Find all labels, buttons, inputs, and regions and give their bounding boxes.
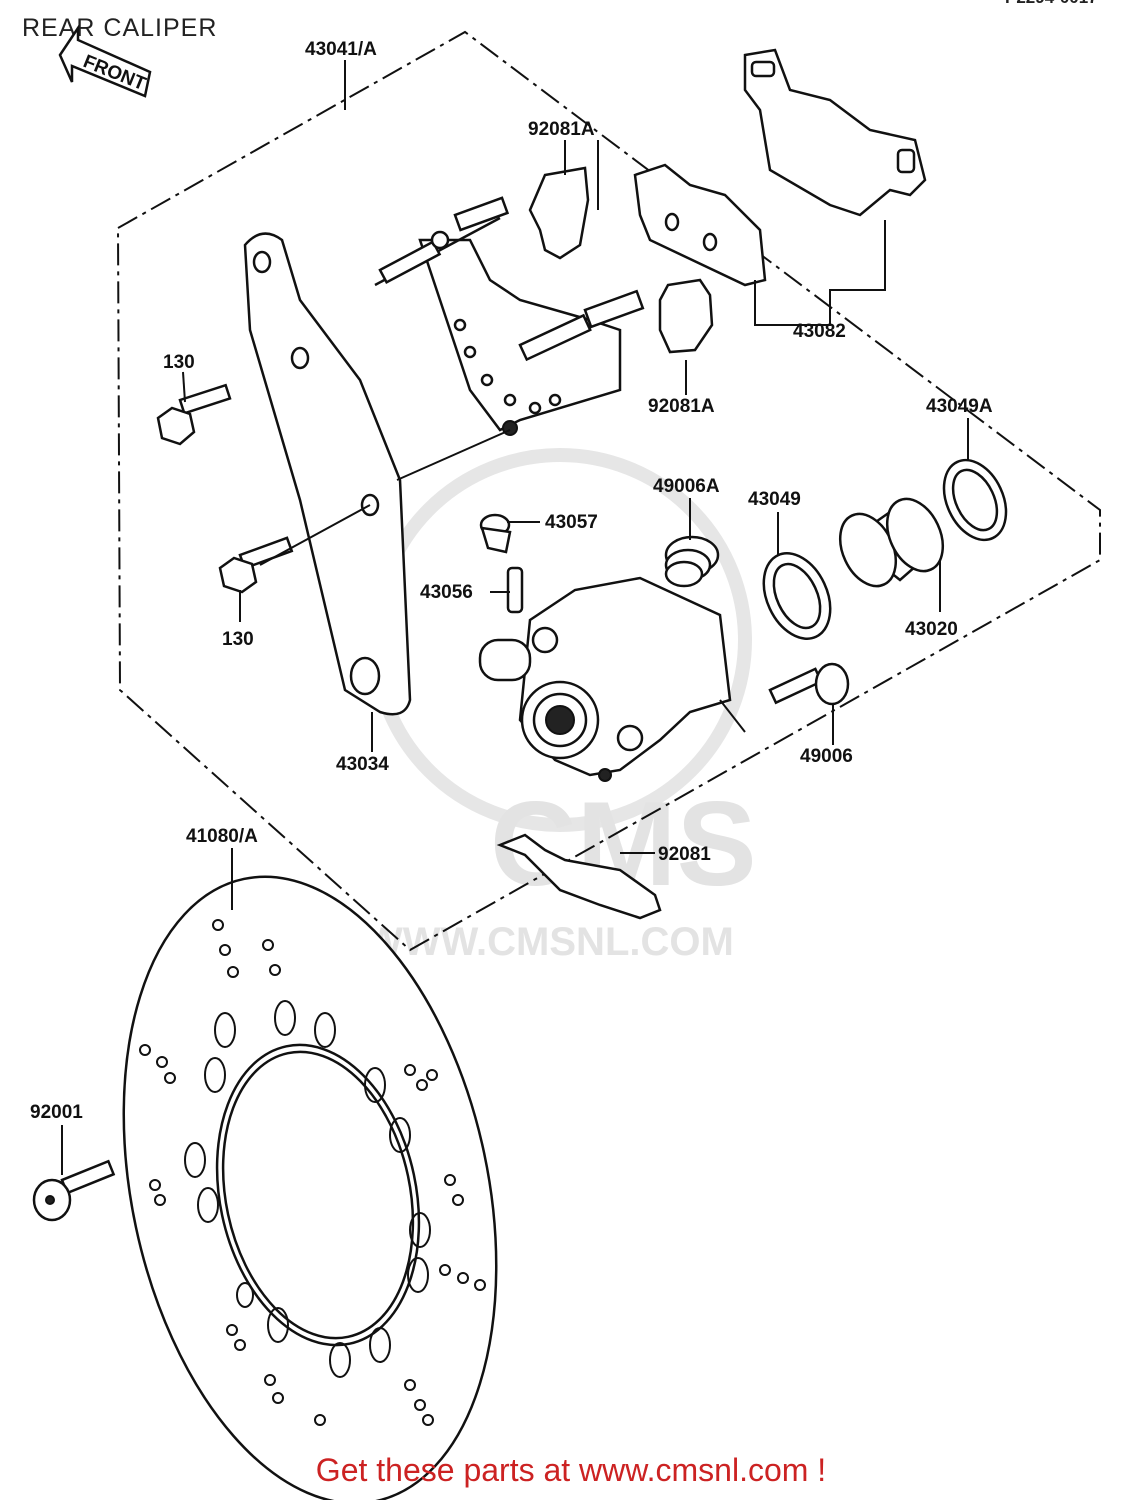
callout-43041a: 43041/A — [305, 39, 377, 60]
pad-holder-with-pins — [374, 196, 645, 436]
callout-labels: 43041/A 92081A 92081A 43082 130 130 4304… — [30, 39, 993, 1123]
leader-lines — [61, 60, 969, 1175]
callout-43034: 43034 — [336, 754, 389, 775]
bleeder-valve-43056 — [506, 566, 524, 614]
piston-seal-43049 — [762, 552, 832, 640]
callout-92081a-mid: 92081A — [648, 396, 715, 417]
slide-pin-49006 — [768, 662, 850, 706]
callout-49006: 49006 — [800, 746, 853, 767]
anti-rattle-spring-92081a-top — [528, 166, 590, 260]
disc-bolt-92001 — [32, 1159, 116, 1222]
callout-92081: 92081 — [658, 844, 711, 865]
pad-spring-92081 — [496, 833, 662, 920]
disc-vent-holes — [139, 919, 486, 1426]
caliper-body — [478, 576, 732, 782]
caliper-assembly-outline — [117, 30, 1101, 952]
callout-130-top: 130 — [163, 352, 195, 373]
piston-43020 — [838, 497, 945, 588]
caliper-bracket-43034 — [243, 232, 412, 716]
callout-43056: 43056 — [420, 582, 473, 603]
anti-rattle-spring-92081a-mid — [658, 278, 714, 354]
callout-43082: 43082 — [793, 321, 846, 342]
callout-92081a-top: 92081A — [528, 119, 595, 140]
callout-41080a: 41080/A — [186, 826, 258, 847]
bolt-130-top — [156, 383, 232, 446]
bolt-130-bottom — [218, 536, 294, 594]
callout-43057: 43057 — [545, 512, 598, 533]
promo-banner: Get these parts at www.cmsnl.com ! — [315, 1452, 827, 1488]
callout-43049a: 43049A — [926, 396, 993, 417]
watermark-url-text: WWW.CMSNL.COM — [365, 920, 734, 964]
front-direction-arrow: FRONT — [58, 23, 152, 98]
callout-43020: 43020 — [905, 619, 958, 640]
brake-disc-41080a — [122, 875, 498, 1500]
callout-92001: 92001 — [30, 1102, 83, 1123]
callout-43049: 43049 — [748, 489, 801, 510]
dust-seal-43049a — [942, 458, 1008, 542]
bleeder-cap-43057 — [479, 513, 512, 554]
callout-130-bottom: 130 — [222, 629, 254, 650]
brake-pads-43082 — [633, 48, 927, 287]
page-title: REAR CALIPER — [22, 14, 218, 42]
dust-boot-49006a — [664, 535, 720, 588]
diagram-reference-code: P2294-0017 — [1005, 0, 1098, 8]
callout-49006a: 49006A — [653, 476, 720, 497]
